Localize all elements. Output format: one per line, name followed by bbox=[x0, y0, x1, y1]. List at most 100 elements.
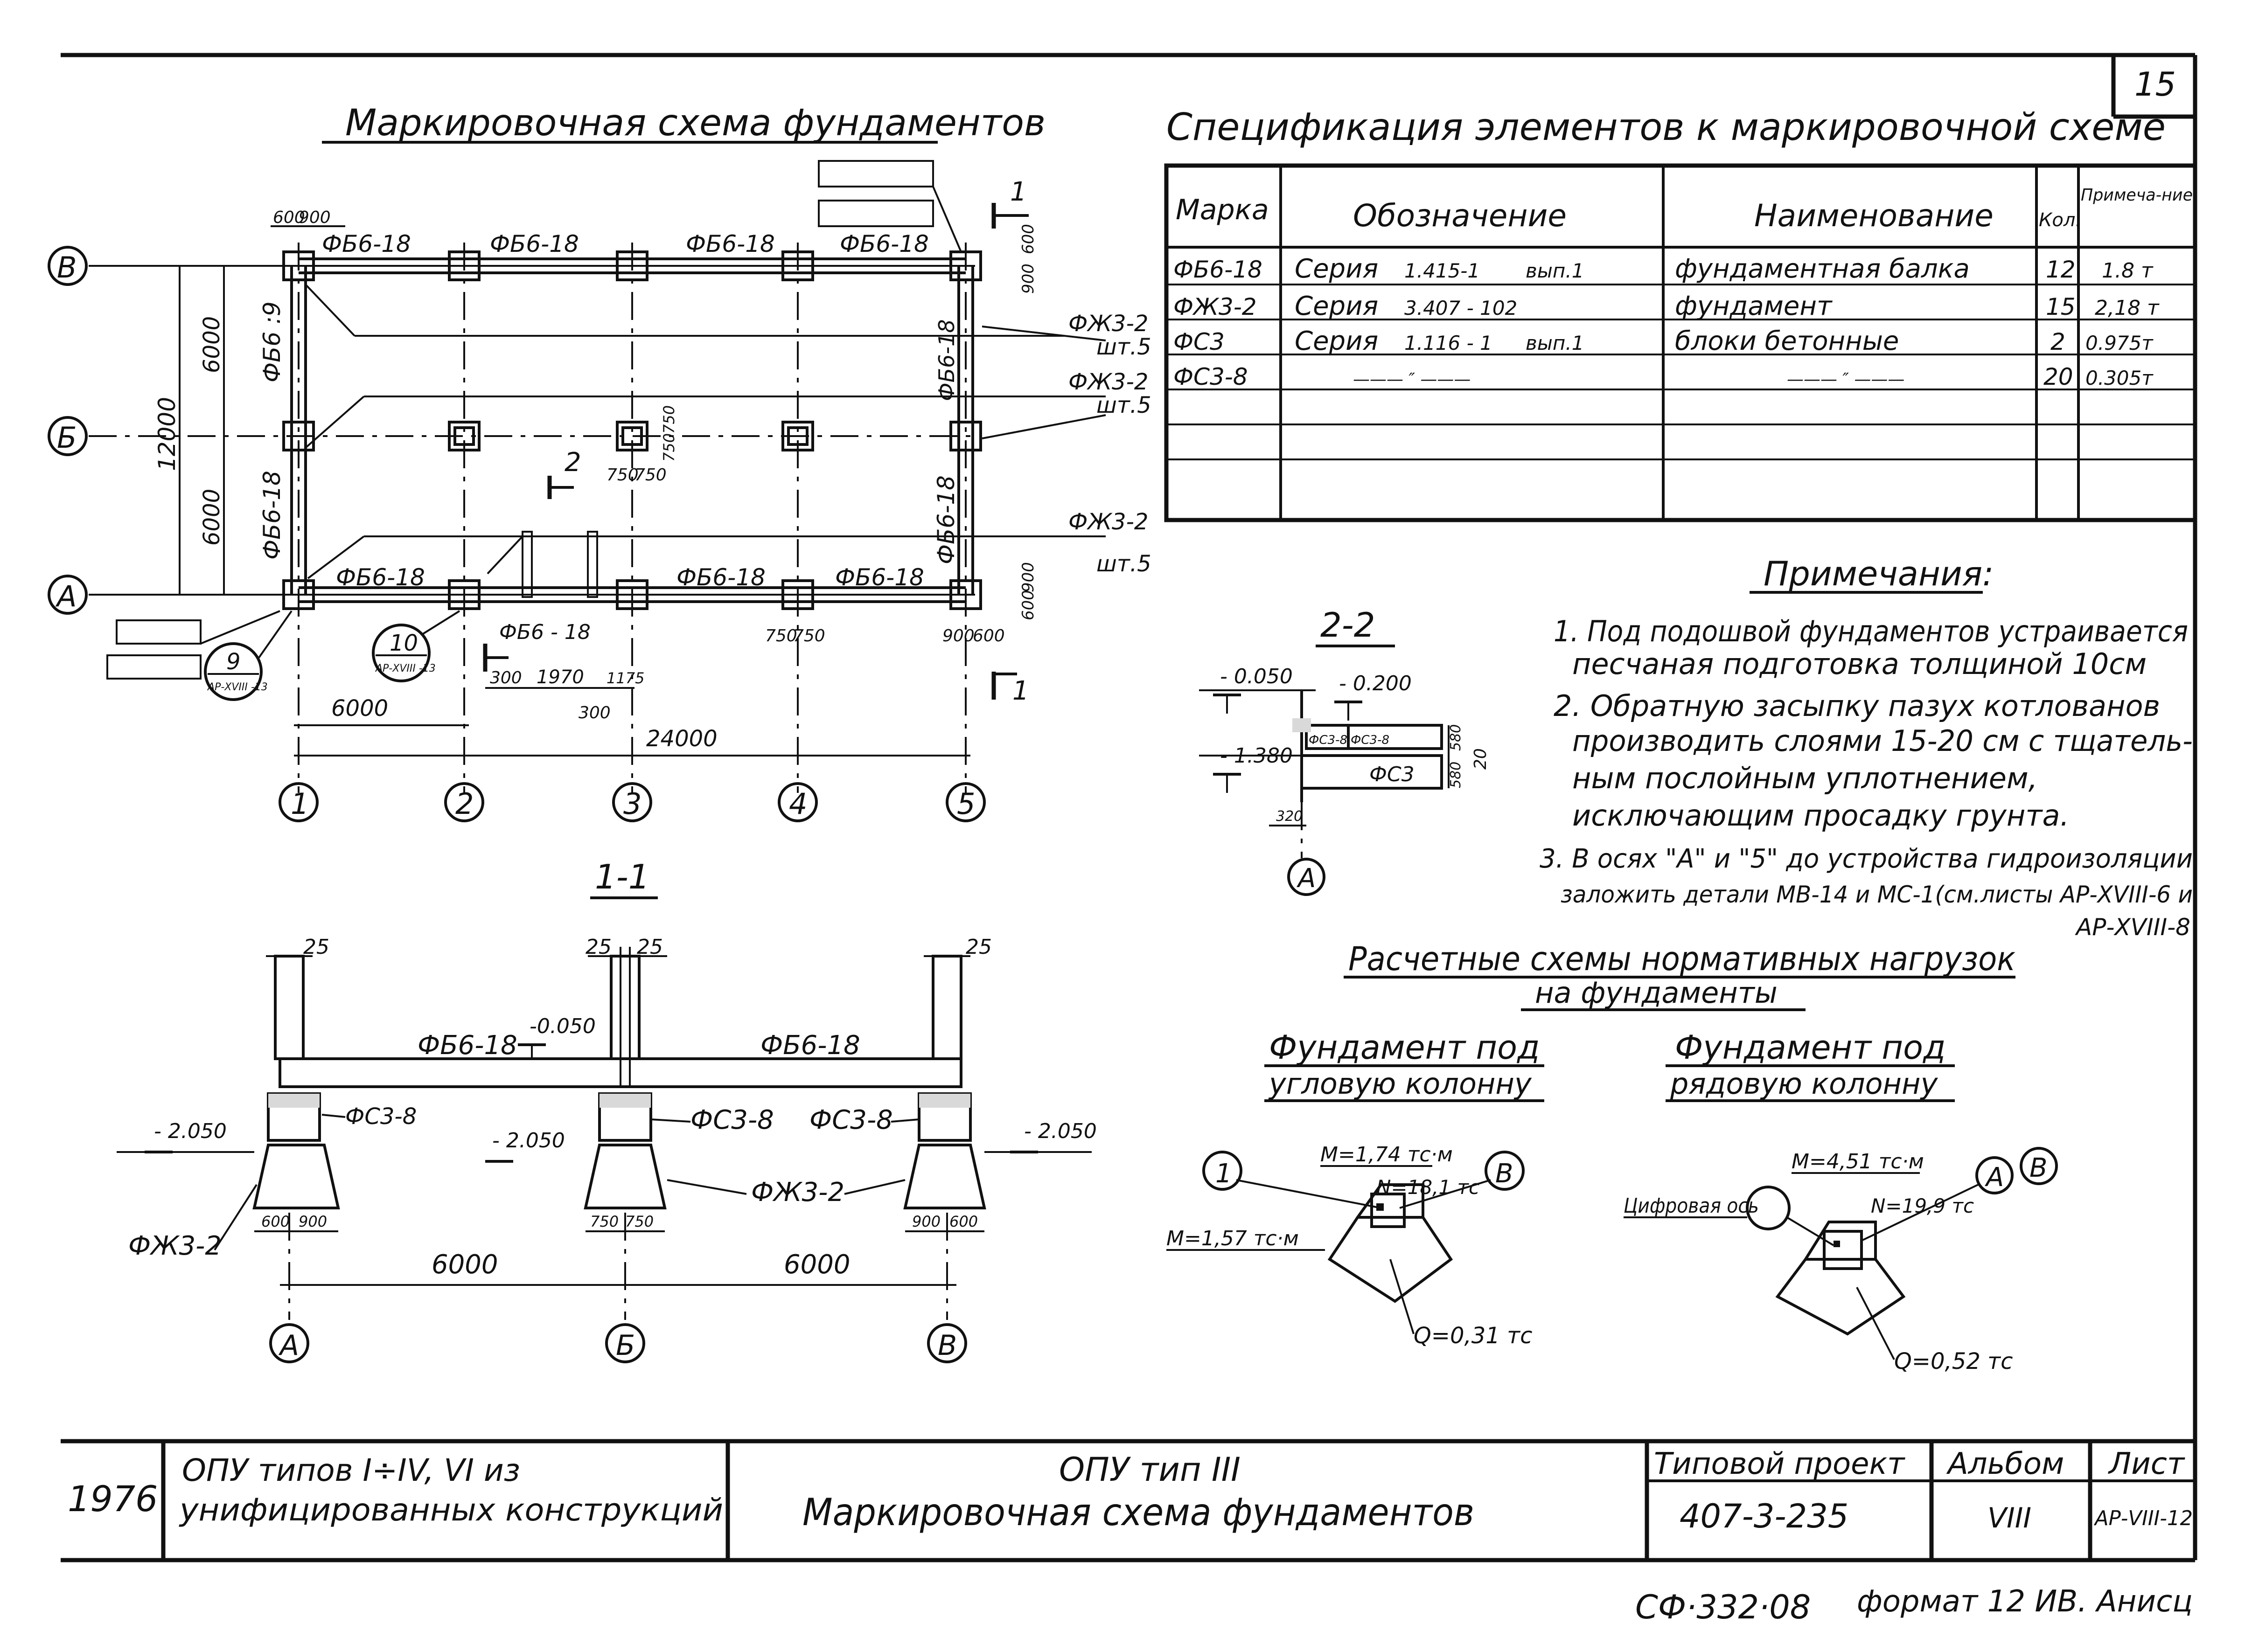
svg-text:М=1,74 тс·м: М=1,74 тс·м bbox=[1320, 1143, 1453, 1166]
svg-text:1.8 т: 1.8 т bbox=[2102, 259, 2154, 283]
foundation-plan: В Б А 1 2 3 4 5 ФБ bbox=[48, 160, 1151, 822]
svg-text:6000: 6000 bbox=[784, 1249, 851, 1280]
axis-bubble-2: 2 bbox=[444, 782, 484, 822]
svg-text:М=1,57 тс·м: М=1,57 тс·м bbox=[1166, 1227, 1299, 1250]
row-title: рядовую колонну bbox=[1670, 1067, 1938, 1101]
load-schemes: Расчетные схемы нормативных нагрузок на … bbox=[1166, 940, 2058, 1374]
svg-text:ФБ6-18: ФБ6-18 bbox=[1173, 256, 1262, 283]
stamp-box bbox=[818, 200, 934, 227]
note-line: АР-XVIII-8 bbox=[2075, 914, 2190, 941]
table-row: ФС3-8 ——— ″ ——— ——— ″ ——— 20 0.305т bbox=[1173, 363, 2154, 390]
svg-text:А: А bbox=[1985, 1162, 2004, 1193]
dim-text: 6000 bbox=[199, 316, 225, 373]
note-line: заложить детали МВ-14 и МС-1(см.листы АР… bbox=[1561, 881, 2193, 908]
col-header: Марка bbox=[1176, 194, 1269, 226]
footer-code: СФ·332·08 bbox=[1635, 1588, 1811, 1626]
svg-text:0.305т: 0.305т bbox=[2085, 367, 2154, 389]
svg-text:АР-XVIII -13: АР-XVIII -13 bbox=[207, 681, 268, 693]
svg-text:В: В bbox=[57, 250, 77, 285]
foundation-mark: ФЖ3-2 bbox=[1068, 369, 1148, 395]
svg-text:750: 750 bbox=[625, 1213, 654, 1230]
project-label: Типовой проект bbox=[1654, 1447, 1905, 1481]
note-line: ным послойным уплотнением, bbox=[1572, 761, 2037, 795]
section-1-1: 1-1 25 25 25 25 ФБ6-18 ФБ6-18 - bbox=[117, 857, 1097, 1363]
dim-text: 600 bbox=[973, 626, 1005, 646]
table-row: ФЖ3-2 Серия 3.407 - 102 фундамент 15 2,1… bbox=[1173, 291, 2160, 321]
dim-text: 900 bbox=[1019, 264, 1038, 294]
beam-label: ФБ6 - 18 bbox=[499, 620, 591, 644]
svg-text:320: 320 bbox=[1276, 808, 1303, 825]
note-line: 1. Под подошвой фундаментов устраивается bbox=[1554, 614, 2188, 648]
dim-text: 6000 bbox=[199, 489, 225, 546]
svg-text:10: 10 bbox=[390, 630, 418, 656]
beam-label: ФБ6-18 bbox=[258, 471, 286, 560]
notes: Примечания: 1. Под подошвой фундаментов … bbox=[1540, 554, 2193, 941]
foundation-qty: шт.5 bbox=[1096, 392, 1151, 418]
beam-label: ФБ6-18 bbox=[336, 564, 425, 591]
section-marker-1: 1 bbox=[1010, 177, 1027, 207]
svg-text:Серия: Серия bbox=[1295, 326, 1378, 356]
stamp-box bbox=[818, 160, 934, 187]
svg-text:9: 9 bbox=[226, 649, 241, 675]
project-number: 407-3-235 bbox=[1680, 1497, 1848, 1535]
col-header: Примеча-ние bbox=[2081, 186, 2193, 205]
table-row: ФБ6-18 Серия 1.415-1 вып.1 фундаментная … bbox=[1173, 254, 2154, 284]
col-header: Наименование bbox=[1754, 198, 1994, 234]
dim-text: 750 bbox=[793, 626, 825, 646]
svg-text:25: 25 bbox=[637, 935, 663, 959]
section-marker-2: 2 bbox=[565, 447, 581, 478]
svg-text:1: 1 bbox=[1215, 1159, 1232, 1189]
dim-text: 750 bbox=[634, 465, 667, 485]
svg-text:25: 25 bbox=[586, 935, 612, 959]
spec-title: Спецификация элементов к маркировочной с… bbox=[1166, 105, 2166, 149]
foundation-qty: шт.5 bbox=[1096, 551, 1151, 577]
foundation-qty: шт.5 bbox=[1096, 334, 1151, 360]
foundation-squares bbox=[282, 250, 982, 610]
axis-bubble-v: В bbox=[927, 1323, 967, 1363]
dim-text: 300 bbox=[490, 668, 522, 687]
svg-text:- 1.380: - 1.380 bbox=[1220, 744, 1293, 768]
beam-label: ФБ6-18 bbox=[835, 564, 924, 591]
svg-text:6000: 6000 bbox=[432, 1249, 498, 1280]
stamp-box bbox=[116, 619, 202, 645]
year: 1976 bbox=[68, 1478, 158, 1520]
svg-text:В: В bbox=[1495, 1159, 1513, 1189]
svg-text:М=4,51 тс·м: М=4,51 тс·м bbox=[1792, 1150, 1924, 1173]
svg-text:600: 600 bbox=[949, 1213, 978, 1230]
svg-text:А: А bbox=[278, 1329, 299, 1362]
dim-text: 900 bbox=[299, 208, 331, 227]
axis-bubble-a: А bbox=[48, 575, 88, 615]
note-line: песчаная подготовка толщиной 10см bbox=[1572, 647, 2147, 681]
svg-text:- 0.050: - 0.050 bbox=[1220, 665, 1293, 688]
beam-label: ФБ6-18 bbox=[418, 1030, 517, 1061]
svg-text:Б: Б bbox=[616, 1329, 635, 1362]
foundation-mark: ФЖ3-2 bbox=[1068, 509, 1148, 535]
sheet-code: АР-VIII-12 bbox=[2093, 1506, 2193, 1530]
axis-bubble-b: Б bbox=[605, 1323, 645, 1363]
svg-text:Серия: Серия bbox=[1295, 254, 1378, 284]
svg-text:580: 580 bbox=[1448, 762, 1464, 788]
title-center-1: ОПУ тип III bbox=[1059, 1451, 1241, 1489]
svg-text:- 2.050: - 2.050 bbox=[154, 1119, 227, 1143]
dim-text: 6000 bbox=[331, 695, 388, 722]
dim-text: 750 bbox=[765, 626, 797, 646]
dim-text: 750 bbox=[607, 465, 639, 485]
svg-text:——— ″ ———: ——— ″ ——— bbox=[1787, 370, 1904, 389]
svg-text:Q=0,31 тс: Q=0,31 тс bbox=[1414, 1323, 1532, 1349]
svg-text:2: 2 bbox=[2050, 328, 2065, 355]
beam-label: ФБ6 :9 bbox=[258, 301, 286, 382]
dim-text: 600 bbox=[1019, 590, 1038, 620]
svg-text:- 2.050: - 2.050 bbox=[492, 1129, 565, 1152]
svg-text:ФС3-8: ФС3-8 bbox=[1173, 363, 1248, 390]
svg-text:-0.050: -0.050 bbox=[530, 1014, 596, 1038]
svg-text:фундаментная балка: фундаментная балка bbox=[1675, 254, 1970, 284]
dim-text: 12000 bbox=[153, 397, 181, 471]
col-header: Обозначение bbox=[1353, 198, 1567, 234]
svg-text:3: 3 bbox=[623, 787, 641, 821]
note-line: исключающим просадку грунта. bbox=[1572, 798, 2069, 833]
callout-9: 9 АР-XVIII -13 bbox=[204, 610, 293, 701]
sheet-label: Лист bbox=[2108, 1447, 2185, 1481]
row-title: Фундамент под bbox=[1675, 1028, 1945, 1067]
svg-text:580: 580 bbox=[1448, 724, 1464, 751]
